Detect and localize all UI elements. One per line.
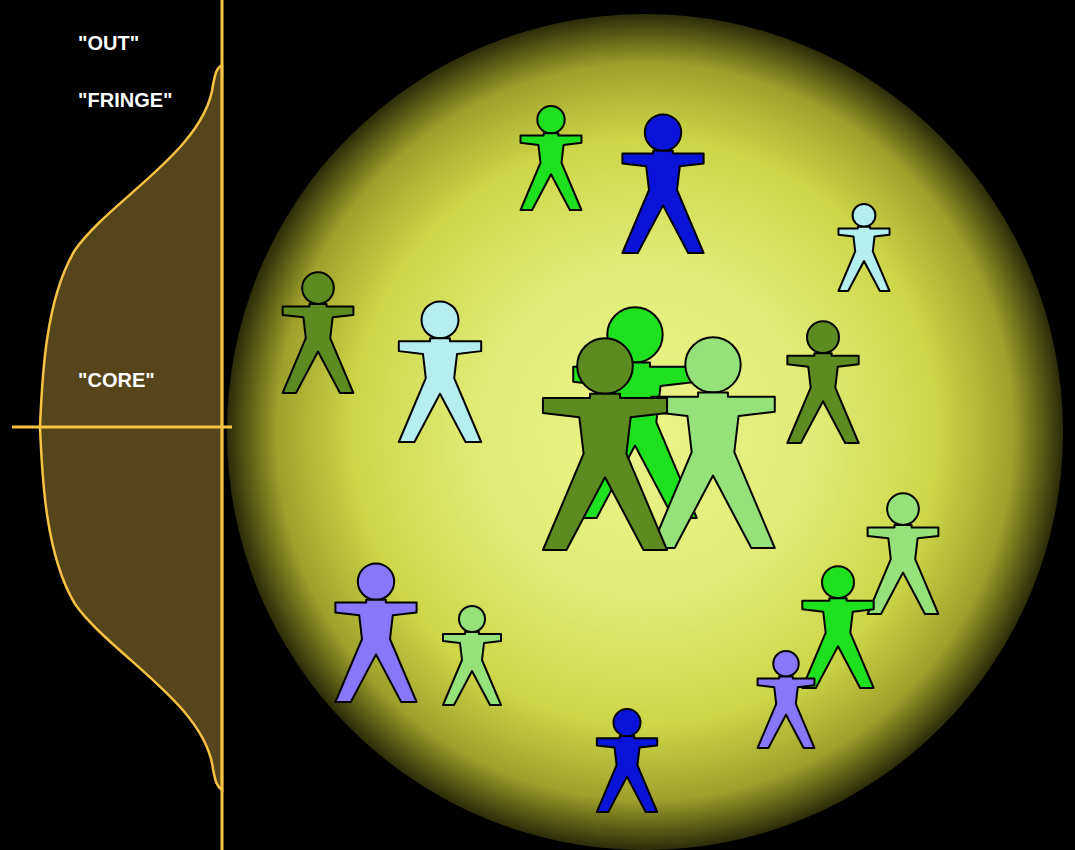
person-figure (787, 321, 858, 443)
person-figure (868, 493, 939, 614)
community-sphere (227, 14, 1063, 850)
person-figure (597, 709, 657, 812)
person-figure (335, 563, 416, 702)
person-figure (622, 114, 703, 253)
axis-label: "CORE" (78, 368, 155, 392)
person-figure (838, 204, 889, 291)
person-figure (651, 337, 775, 548)
person-figure (758, 651, 815, 748)
axis-label: "FRINGE" (78, 88, 173, 112)
axis-label: "OUT" (78, 31, 139, 55)
person-figure (443, 606, 501, 705)
person-figure (802, 566, 873, 688)
person-figure (399, 301, 481, 442)
vertical-axis (221, 0, 224, 850)
person-figure (521, 106, 582, 210)
person-figure (283, 272, 354, 393)
person-figure (543, 338, 667, 550)
core-line (12, 426, 232, 429)
